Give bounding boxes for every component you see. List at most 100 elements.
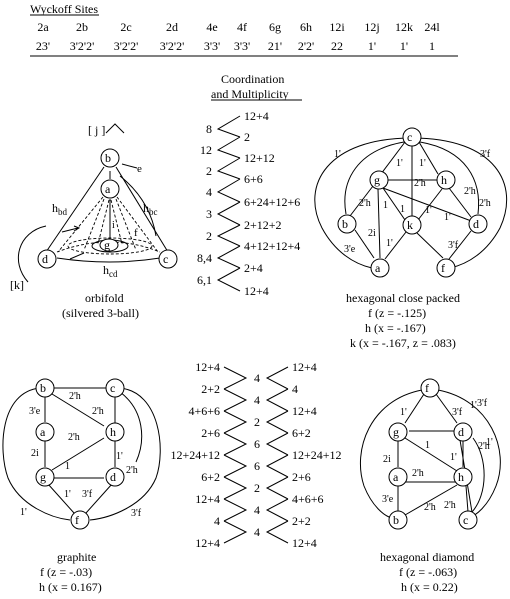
coordination-zigzag-link [216, 115, 241, 138]
graphite-edge-label: 3'f [82, 489, 93, 500]
hexdiamond-edge-label: 1' [486, 437, 493, 448]
hcp-label-d: d [473, 217, 479, 231]
orbifold-edge-bc [115, 166, 169, 253]
hcp-node-b [337, 214, 357, 234]
hexdiamond-edge-label: 1' [400, 407, 407, 418]
orbifold-label-hbd: hbd [52, 201, 68, 217]
middle-right-value: 12+4 [292, 404, 317, 418]
wyckoff-symmetry: 3'2'2' [70, 39, 95, 53]
middle-zigzag-right-link [265, 366, 289, 390]
graphite-label-b: b [40, 381, 46, 395]
middle-zigzag-right-link [265, 520, 289, 544]
middle-left-value: 12+4 [195, 536, 220, 550]
orbifold-label-e: e [137, 163, 142, 175]
hcp-label-g: g [374, 173, 380, 187]
middle-zigzag-right-link [265, 410, 289, 434]
wyckoff-site: 24l [424, 20, 440, 34]
coordination-left-value: 4 [206, 185, 212, 199]
orbifold-bracket-j: [ j ] [88, 123, 105, 137]
orbifold-inner-ad [57, 196, 104, 253]
middle-left-value: 2+6 [201, 426, 220, 440]
graphite-param-f: f (z = -.03) [40, 565, 92, 579]
hcp-edge-label: 1' [396, 158, 403, 169]
middle-center-value: 4 [254, 393, 260, 407]
hcp-edge-label: 2i [368, 228, 376, 239]
hexdiamond-node-d [453, 422, 473, 442]
hcp-node-a [370, 258, 390, 278]
wyckoff-site: 6h [300, 20, 312, 34]
hcp-edge-label: 3'e [344, 244, 356, 255]
hexdiamond-label-g: g [393, 425, 399, 439]
hcp-arc-cb [344, 141, 405, 215]
graphite-label-g: g [40, 470, 46, 484]
middle-center-value: 4 [254, 371, 260, 385]
middle-center-value: 2 [254, 415, 260, 429]
graphite-caption: graphite [57, 550, 96, 564]
wyckoff-title: Wyckoff Sites [30, 2, 98, 16]
middle-right-value: 2+6 [292, 470, 311, 484]
coordination-right-value: 4+12+12+4 [244, 239, 300, 253]
middle-center-value: 6 [254, 459, 260, 473]
middle-center-value: 4 [254, 525, 260, 539]
middle-zigzag-left-link [223, 520, 248, 544]
hexdiamond-arc-right [437, 389, 501, 519]
coordination-zigzag-link [216, 245, 241, 269]
wyckoff-site: 2d [166, 20, 178, 34]
hcp-param-f: f (z = -.125) [368, 306, 426, 320]
wyckoff-site: 6g [269, 20, 281, 34]
wyckoff-symmetry: 1' [400, 39, 408, 53]
coordination-right-value: 6+6 [244, 172, 263, 186]
orbifold-label-d: d [42, 252, 48, 266]
middle-zigzag-left-link [223, 388, 248, 412]
graphite-edge-label: 1' [20, 507, 27, 518]
middle-right-value: 4 [292, 382, 298, 396]
middle-left-value: 4 [214, 514, 220, 528]
middle-left-value: 2+2 [201, 382, 220, 396]
wyckoff-site: 12j [364, 20, 379, 34]
orbifold-label-hbc: hbc [143, 201, 158, 217]
coordination-zigzag-link [216, 201, 241, 226]
coordination-left-value: 3 [206, 207, 212, 221]
hcp-label-a: a [375, 261, 381, 275]
graphite-edge-label: 2'h [68, 432, 80, 443]
graphite-edge-label: 2'h [92, 406, 104, 417]
orbifold-label-a: a [105, 182, 111, 196]
middle-center-value: 2 [254, 481, 260, 495]
middle-zigzag [223, 366, 289, 544]
coordination-zigzag [216, 115, 241, 292]
orbifold-j-caret [105, 123, 125, 134]
middle-right-value: 4+6+6 [292, 492, 324, 506]
orbifold-e-leader [121, 163, 138, 169]
graphite-node-g [35, 467, 55, 487]
coordination-right-value: 12+4 [244, 284, 269, 298]
coordination-right-value: 6+24+12+6 [244, 195, 300, 209]
hcp-arc-cd [419, 141, 480, 215]
graphite-node-f [70, 510, 90, 530]
hexdiamond-label-a: a [393, 470, 399, 484]
hexdiamond-node-h [453, 467, 473, 487]
hcp-node-g [369, 170, 389, 190]
hcp-edge-label: 2'h [479, 198, 491, 209]
middle-zigzag-right-link [265, 432, 289, 456]
middle-zigzag-left-link [223, 476, 248, 500]
hcp-arc-left-outer [314, 137, 413, 269]
wyckoff-site: 4e [206, 20, 217, 34]
graphite-node-b [35, 378, 55, 398]
hcp-node-k [402, 215, 422, 235]
middle-right-value: 12+4 [292, 360, 317, 374]
hexdiamond-edge-label: 3'f [452, 407, 463, 418]
middle-zigzag-right-link [265, 476, 289, 500]
graphite-label-d: d [110, 470, 116, 484]
hcp-label-k: k [407, 218, 413, 232]
wyckoff-symmetry: 3'2'2' [114, 39, 139, 53]
middle-right-value: 12+4 [292, 536, 317, 550]
hexdiamond-label-h: h [458, 470, 464, 484]
hexdiamond-label-b: b [393, 513, 399, 527]
